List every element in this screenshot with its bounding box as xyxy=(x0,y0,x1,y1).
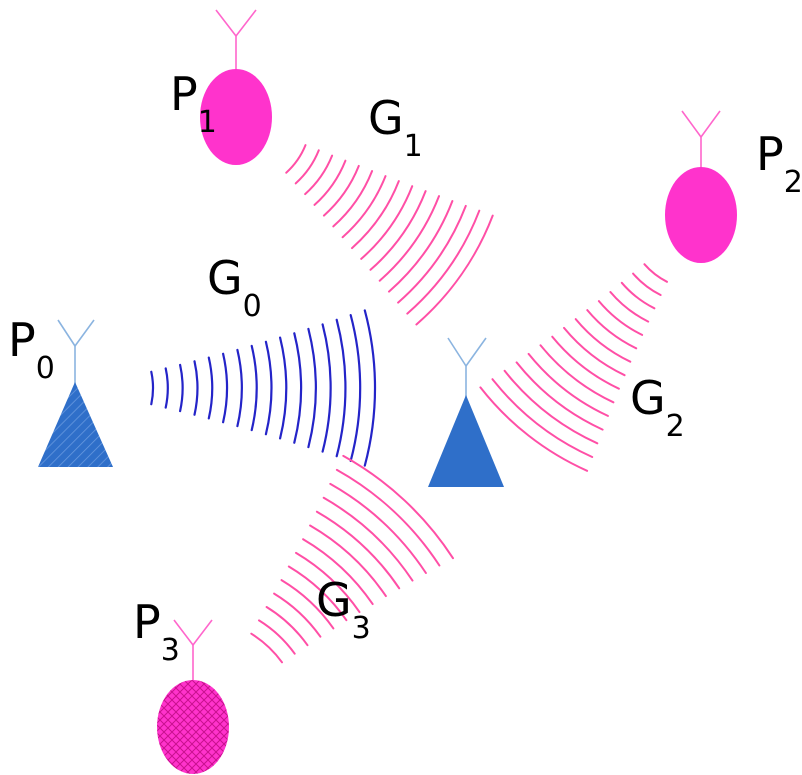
signal-wave-icon xyxy=(309,524,387,598)
signal-wave-icon xyxy=(369,190,427,271)
signal-wave-icon xyxy=(280,579,335,630)
label-p3: P3 xyxy=(133,595,180,668)
signal-wave-icon xyxy=(363,309,377,467)
signal-wave-icon xyxy=(250,632,283,664)
signal-wave-icon xyxy=(265,606,309,647)
signal-wave-icon xyxy=(341,175,387,239)
signal-wave-icon xyxy=(360,185,414,260)
signal-wave-icon xyxy=(250,344,258,432)
signal-wave-icon xyxy=(264,340,273,436)
signal-wave-icon xyxy=(322,496,414,582)
signal-wave-icon xyxy=(321,323,332,453)
signal-wave-icon xyxy=(527,352,609,417)
signal-wave-icon xyxy=(609,291,650,323)
signal-wave-icon xyxy=(273,592,322,638)
antenna-icon xyxy=(681,110,721,168)
node-p2-body xyxy=(665,167,737,263)
node-p3 xyxy=(157,619,229,774)
signal-wave-icon xyxy=(586,309,638,350)
signal-wave-icon xyxy=(207,356,214,420)
signal-wave-icon xyxy=(150,370,155,406)
signal-wave-icon xyxy=(479,386,589,472)
signal-wave-icon xyxy=(351,180,400,250)
node-p0-body xyxy=(38,382,113,467)
label-g2: G2 xyxy=(630,371,685,444)
signal-wave-icon xyxy=(258,619,296,655)
signal-wave-icon xyxy=(563,326,626,377)
signal-wave-icon xyxy=(287,565,348,622)
signal-wave-icon xyxy=(551,335,620,390)
signal-wave-icon xyxy=(620,281,656,310)
antenna-icon xyxy=(447,337,487,400)
signal-wave-g0 xyxy=(150,309,377,467)
signal-wave-icon xyxy=(515,361,604,431)
signal-wave-icon xyxy=(193,360,199,416)
signal-wave-icon xyxy=(302,538,374,606)
signal-wave-icon xyxy=(539,344,615,404)
node-p1 xyxy=(200,9,272,165)
signal-wave-icon xyxy=(503,369,599,445)
label-p1: P1 xyxy=(170,67,217,140)
signal-wave-icon xyxy=(378,195,440,282)
signal-wave-icon xyxy=(293,332,303,444)
signal-wave-icon xyxy=(491,378,594,458)
signal-wave-icon xyxy=(415,214,494,326)
signal-wave-icon xyxy=(313,159,347,206)
receiver-body xyxy=(428,395,504,487)
signal-wave-icon xyxy=(388,200,454,293)
signal-wave-icon xyxy=(397,204,467,304)
signal-wave-g2 xyxy=(479,263,668,472)
signal-wave-icon xyxy=(335,468,441,567)
signal-wave-icon xyxy=(236,348,243,428)
label-g3: G3 xyxy=(316,573,371,646)
label-g0: G0 xyxy=(207,251,262,324)
signal-wave-icon xyxy=(632,272,662,296)
signal-wave-icon xyxy=(294,149,320,185)
signal-wave-icon xyxy=(329,482,427,574)
signal-wave-icon xyxy=(179,363,184,413)
label-p2: P2 xyxy=(756,127,802,200)
antenna-icon xyxy=(57,319,95,384)
signal-wave-g1 xyxy=(285,144,494,326)
node-p1-body xyxy=(200,69,272,165)
signal-wave-icon xyxy=(304,154,334,196)
signal-wave-icon xyxy=(279,336,288,440)
label-p0: P0 xyxy=(8,313,55,386)
signal-wave-icon xyxy=(643,263,668,283)
antenna-icon xyxy=(215,9,257,70)
node-p0 xyxy=(38,319,113,467)
signal-wave-icon xyxy=(222,352,229,424)
receiver-node xyxy=(428,337,504,487)
node-p2 xyxy=(665,110,737,263)
signal-wave-icon xyxy=(164,367,169,409)
signal-wave-icon xyxy=(349,314,362,462)
signal-wave-icon xyxy=(335,318,347,458)
signal-wave-g3 xyxy=(250,454,454,664)
signal-wave-icon xyxy=(307,327,317,449)
label-g1: G1 xyxy=(368,91,423,164)
antenna-icon xyxy=(173,619,213,680)
signal-wave-icon xyxy=(574,318,632,363)
signal-wave-icon xyxy=(322,164,360,217)
signal-wave-icon xyxy=(342,454,454,560)
node-p3-body xyxy=(157,680,229,774)
signal-wave-icon xyxy=(332,170,374,228)
signal-wave-icon xyxy=(406,209,481,315)
signal-wave-icon xyxy=(285,144,307,174)
signal-wave-icon xyxy=(295,551,361,614)
signal-wave-icon xyxy=(315,510,401,590)
signal-wave-icon xyxy=(597,300,644,336)
